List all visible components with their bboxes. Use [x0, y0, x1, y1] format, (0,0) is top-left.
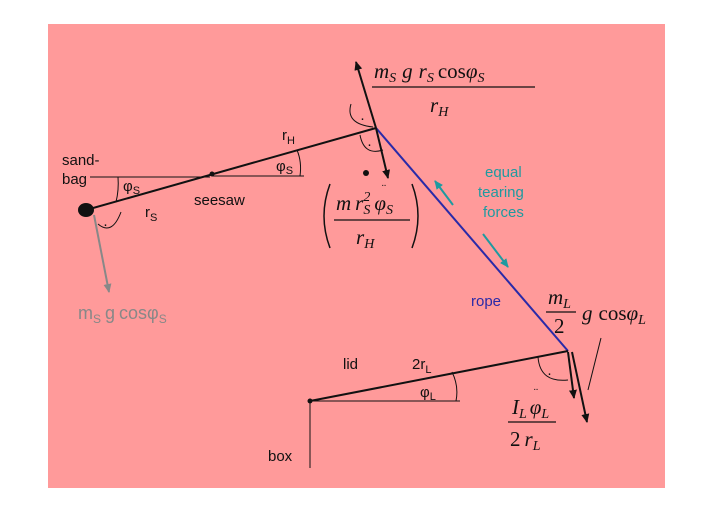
phi-s-left-label: φS [123, 178, 140, 197]
right-angle-arc-sandbag [97, 211, 122, 229]
formula-pointer [587, 337, 602, 391]
r-s-label: rS [145, 204, 157, 224]
phi-l-label: φL [420, 384, 436, 403]
sandbag-force-arrow [93, 214, 112, 293]
seesaw-label: seesaw [194, 192, 245, 209]
phi-double-dot: ¨ [382, 182, 386, 196]
svg-text:rH: rH [356, 225, 375, 252]
sandbag-label-line1: sand- [62, 152, 100, 169]
tearing-arrow-down [482, 233, 509, 268]
right-angle-dot-sandbag: · [103, 216, 108, 233]
lid [309, 350, 569, 402]
force-arrow-down [375, 127, 391, 179]
svg-text:mL: mL [548, 285, 571, 312]
svg-text:rH: rH [430, 93, 449, 120]
box-label: box [268, 448, 293, 465]
tearing-label: tearing [478, 184, 524, 201]
lid-label: lid [343, 356, 358, 373]
force-arrow-up [354, 61, 377, 129]
r-h-label: rH [282, 127, 295, 147]
lid-hinge [307, 398, 313, 404]
forces-label: forces [483, 204, 524, 221]
angle-arc-phi-s-left [115, 176, 119, 203]
sandbag-label-line2: bag [62, 171, 87, 188]
tearing-arrow-up [434, 180, 454, 206]
two-r-l-label: 2rL [412, 356, 431, 376]
phi-l-double-dot: ¨ [534, 386, 538, 400]
equal-label: equal [485, 164, 522, 181]
lid-force-arrow-1 [567, 351, 577, 399]
phi-s-right-label: φS [276, 158, 293, 177]
rope [375, 127, 569, 352]
right-angle-arc-lid [537, 356, 569, 381]
angle-arc-phi-l [451, 371, 458, 402]
sandbag [78, 203, 94, 217]
svg-text:2rL: 2rL [510, 427, 541, 454]
angle-arc-phi-s-right [296, 149, 302, 177]
svg-text:2: 2 [554, 314, 565, 338]
right-angle-dot-top: · [360, 110, 365, 127]
right-angle-arc-top [349, 103, 374, 128]
seesaw-beam [85, 127, 377, 211]
right-angle-dot-lid: · [547, 365, 552, 382]
right-angle-dot-lower: · [367, 136, 372, 153]
seesaw-pivot [209, 171, 215, 177]
background-panel [48, 24, 665, 488]
lid-force-arrow-2 [571, 351, 590, 423]
centre-of-mass-dot [363, 170, 369, 176]
right-angle-arc-lower [359, 134, 384, 152]
rope-label: rope [471, 293, 501, 310]
